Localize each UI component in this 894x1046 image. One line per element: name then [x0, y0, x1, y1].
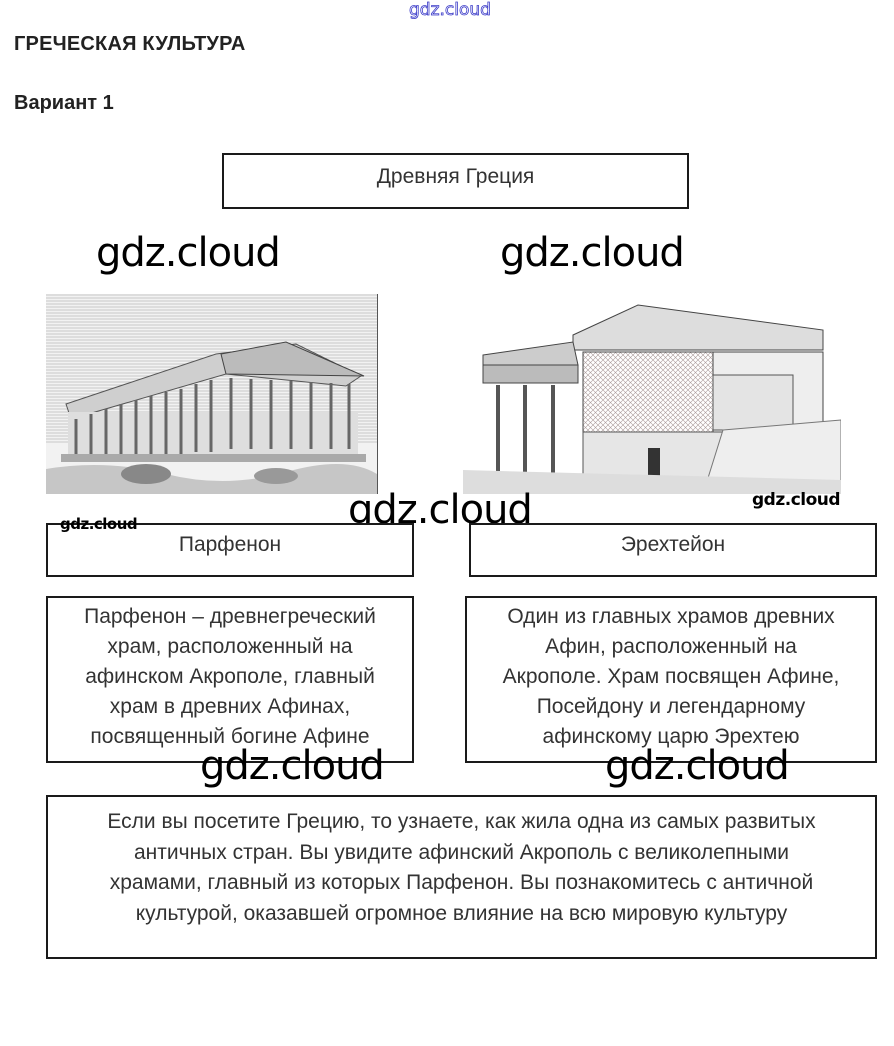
erechtheion-label: Эрехтейон — [620, 533, 726, 556]
summary-line: храмами, главный из которых Парфенон. Вы… — [109, 871, 814, 894]
erechtheion-label-box: Эрехтейон — [469, 523, 877, 577]
summary-line: античных стран. Вы увидите афинский Акро… — [134, 840, 789, 864]
description-line: афинском Акрополе, главный — [85, 665, 375, 688]
page-title: ГРЕЧЕСКАЯ КУЛЬТУРА — [14, 33, 246, 55]
parthenon-label-box: Парфенон — [46, 523, 414, 577]
parthenon-drawing — [46, 294, 377, 494]
watermark: gdz.cloud — [200, 743, 385, 789]
description-line: афинскому царю Эрехтею — [542, 725, 800, 748]
watermark-top: gdz.cloud — [409, 0, 492, 20]
description-line: храм в древних Афинах, — [109, 695, 351, 718]
description-line: Один из главных храмов древних — [507, 605, 835, 628]
description-line: храм, расположенный на — [107, 635, 353, 658]
summary-box: Если вы посетите Грецию, то узнаете, как… — [46, 795, 877, 959]
description-line: Акрополе. Храм посвящен Афине, — [502, 665, 840, 688]
parthenon-label: Парфенон — [178, 533, 282, 556]
description-line: посвященный богине Афине — [90, 725, 370, 748]
description-line: Посейдону и легендарному — [536, 695, 806, 718]
watermark: gdz.cloud — [500, 230, 685, 276]
summary-line: культурой, оказавшей огромное влияние на… — [135, 901, 788, 925]
parthenon-image — [46, 294, 378, 494]
topic-label: Древняя Греция — [376, 165, 535, 188]
watermark: gdz.cloud — [96, 230, 281, 276]
watermark: gdz.cloud — [605, 743, 790, 789]
parthenon-description: Парфенон – древнегреческий храм, располо… — [46, 596, 414, 763]
topic-box: Древняя Греция — [222, 153, 689, 209]
description-line: Парфенон – древнегреческий — [84, 605, 376, 628]
erechtheion-image — [463, 290, 841, 494]
variant-heading: Вариант 1 — [14, 92, 114, 114]
summary-line: Если вы посетите Грецию, то узнаете, как… — [107, 810, 816, 833]
erechtheion-description: Один из главных храмов древних Афин, рас… — [465, 596, 877, 763]
watermark: gdz.cloud — [752, 490, 841, 510]
description-line: Афин, расположенный на — [545, 635, 797, 658]
watermark: gdz.cloud — [60, 515, 138, 533]
erechtheion-drawing — [463, 290, 841, 494]
